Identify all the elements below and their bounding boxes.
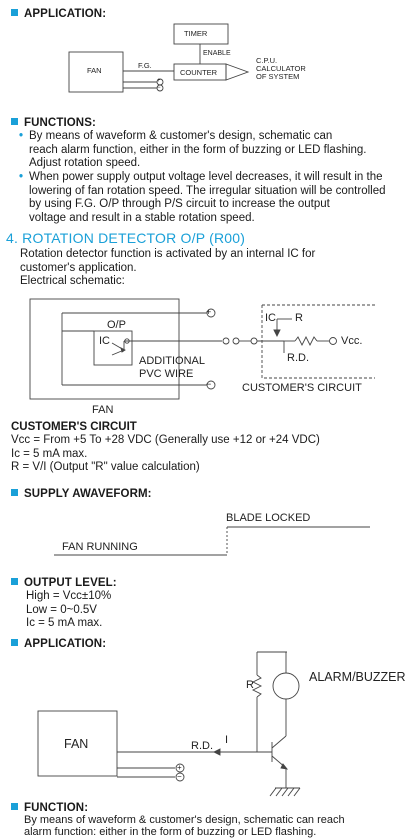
bullet-dot-icon: • xyxy=(19,171,24,183)
functions-bullet-2: • When power supply output voltage level… xyxy=(19,171,386,224)
counter-label: COUNTER xyxy=(180,68,218,77)
alarm-buzzer-label: ALARM/BUZZER xyxy=(309,670,406,684)
cpu-arrow xyxy=(225,63,250,81)
fan-box-1 xyxy=(68,51,124,93)
current-i-label: I xyxy=(225,734,229,746)
bullet-square-icon xyxy=(11,489,18,496)
bullet-dot-icon: • xyxy=(19,130,24,142)
r-label-2: R xyxy=(246,679,254,691)
bullet-square-icon xyxy=(11,118,18,125)
alarm-buzzer-circle xyxy=(272,672,300,700)
application-heading: APPLICATION: xyxy=(11,8,106,20)
output-level-heading: OUTPUT LEVEL: xyxy=(11,577,117,589)
bullet-square-icon xyxy=(11,639,18,646)
fan-box-2 xyxy=(29,298,180,400)
bullet-square-icon xyxy=(11,9,18,16)
supply-waveform-heading: SUPPLY AWAVEFORM: xyxy=(11,488,152,500)
cpu-label-2: CALCULATOR xyxy=(256,64,306,73)
customers-circuit-heading: CUSTOMER'S CIRCUIT xyxy=(11,421,137,433)
ic-r-label: IC xyxy=(265,312,276,324)
bullet-square-icon xyxy=(11,578,18,585)
rd-label: R.D. xyxy=(287,352,309,364)
additional-label: ADDITIONAL PVC WIRE xyxy=(139,355,206,380)
op-label: O/P xyxy=(107,319,126,331)
minus-sign-3: − xyxy=(177,772,182,781)
output-level-values: High = Vcc±10% Low = 0~0.5V Ic = 5 mA ma… xyxy=(26,590,112,629)
customers-circuit-label: CUSTOMER'S CIRCUIT xyxy=(242,382,362,394)
cpu-label-1: C.P.U. xyxy=(256,56,278,65)
functions-bullet-1: • By means of waveform & customer's desi… xyxy=(19,130,367,169)
rd-label-2: R.D. xyxy=(191,740,213,752)
plus-sign-2: + xyxy=(206,307,212,317)
functions-heading: FUNCTIONS: xyxy=(11,117,96,129)
r-label: R xyxy=(295,312,303,324)
minus-sign-2: − xyxy=(206,379,212,389)
timer-label: TIMER xyxy=(184,29,208,38)
bullet-square-icon xyxy=(11,803,18,810)
fg-label: F.G. xyxy=(138,61,152,70)
plus-sign-3: + xyxy=(177,763,182,772)
function-text: By means of waveform & customer's design… xyxy=(24,814,345,838)
customers-circuit-text: Vcc = From +5 To +28 VDC (Generally use … xyxy=(11,434,320,473)
cpu-label-3: OF SYSTEM xyxy=(256,72,300,81)
blade-locked-label: BLADE LOCKED xyxy=(226,512,311,524)
fan-label-3: FAN xyxy=(64,737,89,751)
enable-label: ENABLE xyxy=(203,50,231,57)
function-heading: FUNCTION: xyxy=(11,802,88,814)
ic-label: IC xyxy=(99,335,110,347)
timer-box xyxy=(173,23,229,45)
vcc-label: Vcc. xyxy=(341,335,363,347)
ic-box xyxy=(93,330,133,366)
fan-running-label: FAN RUNNING xyxy=(62,541,138,553)
section-4-intro: Rotation detector function is activated … xyxy=(20,248,316,287)
minus-sign-1: − xyxy=(157,85,161,91)
plus-sign-1: + xyxy=(157,78,161,84)
fan-box-3 xyxy=(37,710,118,777)
fan-label-2: FAN xyxy=(92,404,114,416)
application-2-heading: APPLICATION: xyxy=(11,638,106,650)
section-4-title: 4. ROTATION DETECTOR O/P (R00) xyxy=(6,230,246,246)
fan-label-1: FAN xyxy=(87,66,102,75)
